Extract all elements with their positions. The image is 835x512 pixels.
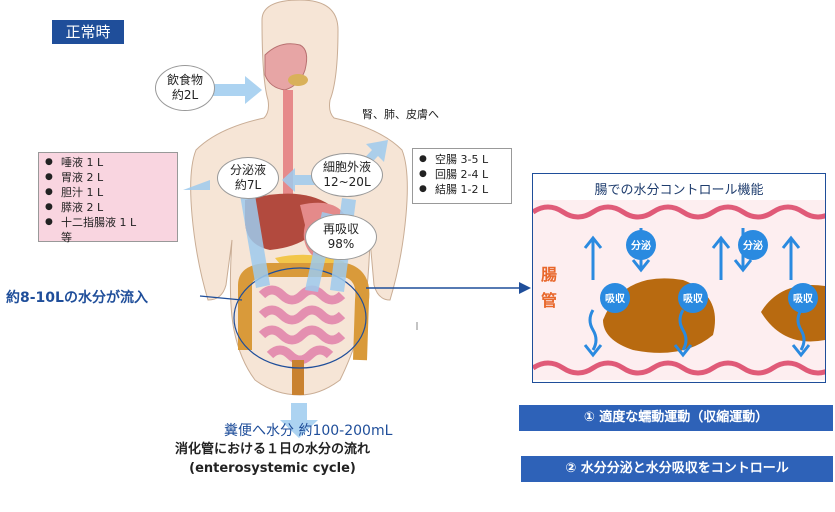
secretion-down-arrow xyxy=(240,195,270,288)
secretion-label-2: 約7L xyxy=(234,178,262,192)
ecf-label-2: 12~20L xyxy=(323,175,371,189)
intestine-control-panel: 腸での水分コントロール機能 分泌 分泌 吸収 吸収 xyxy=(532,173,826,383)
bubble-text-2: 分泌 xyxy=(743,239,763,252)
bubble-text-3: 吸収 xyxy=(605,293,626,305)
kidney-lung-skin-label: 腎、肺、皮膚へ xyxy=(362,108,439,121)
caption-line-2: (enterosystemic cycle) xyxy=(189,461,356,476)
bubble-text-4: 吸収 xyxy=(683,293,704,305)
secretion-list: 唾液 1 L胃液 2 L胆汁 1 L膵液 2 L十二指腸液 1 L xyxy=(45,155,171,230)
reabsorb-label-2: 98% xyxy=(327,237,355,251)
secretion-label-1: 分泌液 xyxy=(229,163,266,177)
absorption-item: 結腸 1-2 L xyxy=(419,182,505,197)
bubble-text-1: 分泌 xyxy=(631,239,651,252)
stool-water-label: 糞便へ水分 約100-200mL xyxy=(224,423,393,439)
intake-label-2: 約2L xyxy=(171,88,199,102)
secretion-item: 十二指腸液 1 L xyxy=(45,215,171,230)
ecf-to-secretion-arrow xyxy=(282,168,320,192)
water-control-bar: ② 水分分泌と水分吸収をコントロール xyxy=(521,456,833,482)
mouth-area xyxy=(264,43,308,91)
flow-arrows xyxy=(583,228,811,358)
absorb-bubble-3 xyxy=(788,283,818,313)
intestine-wall-illustration: 分泌 分泌 吸収 吸収 吸収 腸 管 xyxy=(533,200,825,380)
inflow-label: 約8-10Lの水分が流入 xyxy=(6,290,148,306)
side-label-char-1: 腸 xyxy=(541,265,557,284)
secretion-item: 胆汁 1 L xyxy=(45,185,171,200)
reabsorb-label-1: 再吸収 xyxy=(322,222,359,236)
ecf-label-1: 細胞外液 xyxy=(322,160,371,174)
panel-title: 腸での水分コントロール機能 xyxy=(594,183,764,198)
secretion-item: 唾液 1 L xyxy=(45,155,171,170)
peristalsis-bar: ① 適度な蠕動運動（収縮運動） xyxy=(519,405,833,431)
intake-ellipse: 飲食物約2L xyxy=(155,65,215,111)
intake-label-1: 飲食物 xyxy=(166,73,203,87)
absorption-list: 空腸 3-5 L回腸 2-4 L結腸 1-2 L xyxy=(419,152,505,197)
figure-caption: 消化管における１日の水分の流れ (enterosystemic cycle) xyxy=(110,440,435,478)
side-label-char-2: 管 xyxy=(541,291,557,310)
absorb-bubble-2 xyxy=(678,283,708,313)
absorption-list-box: 空腸 3-5 L回腸 2-4 L結腸 1-2 L xyxy=(412,148,512,204)
stool-arrow xyxy=(280,403,318,438)
absorb-bubble-1 xyxy=(600,283,630,313)
upper-intestine-wall xyxy=(533,204,825,220)
secretion-item: 膵液 2 L xyxy=(45,200,171,215)
bubble-text-5: 吸収 xyxy=(793,293,814,305)
inflow-pointer xyxy=(199,295,243,301)
absorption-item: 空腸 3-5 L xyxy=(419,152,505,167)
secretion-list-tail: 等 xyxy=(61,231,72,244)
small-intestine xyxy=(258,285,346,365)
intestine-highlight-circle xyxy=(233,267,367,369)
secretion-bubble-1 xyxy=(626,230,656,260)
secretion-bubble-2 xyxy=(738,230,768,260)
list-pointer xyxy=(183,180,210,190)
secretion-ellipse: 分泌液約7L xyxy=(217,157,279,199)
normal-state-badge: 正常時 xyxy=(52,20,124,44)
caption-line-1: 消化管における１日の水分の流れ xyxy=(174,442,370,457)
secretion-list-box: 唾液 1 L胃液 2 L胆汁 1 L膵液 2 L十二指腸液 1 L 等 xyxy=(38,152,178,244)
secretion-item: 胃液 2 L xyxy=(45,170,171,185)
lower-intestine-wall xyxy=(533,360,825,376)
intake-arrow xyxy=(210,76,262,104)
absorption-item: 回腸 2-4 L xyxy=(419,167,505,182)
